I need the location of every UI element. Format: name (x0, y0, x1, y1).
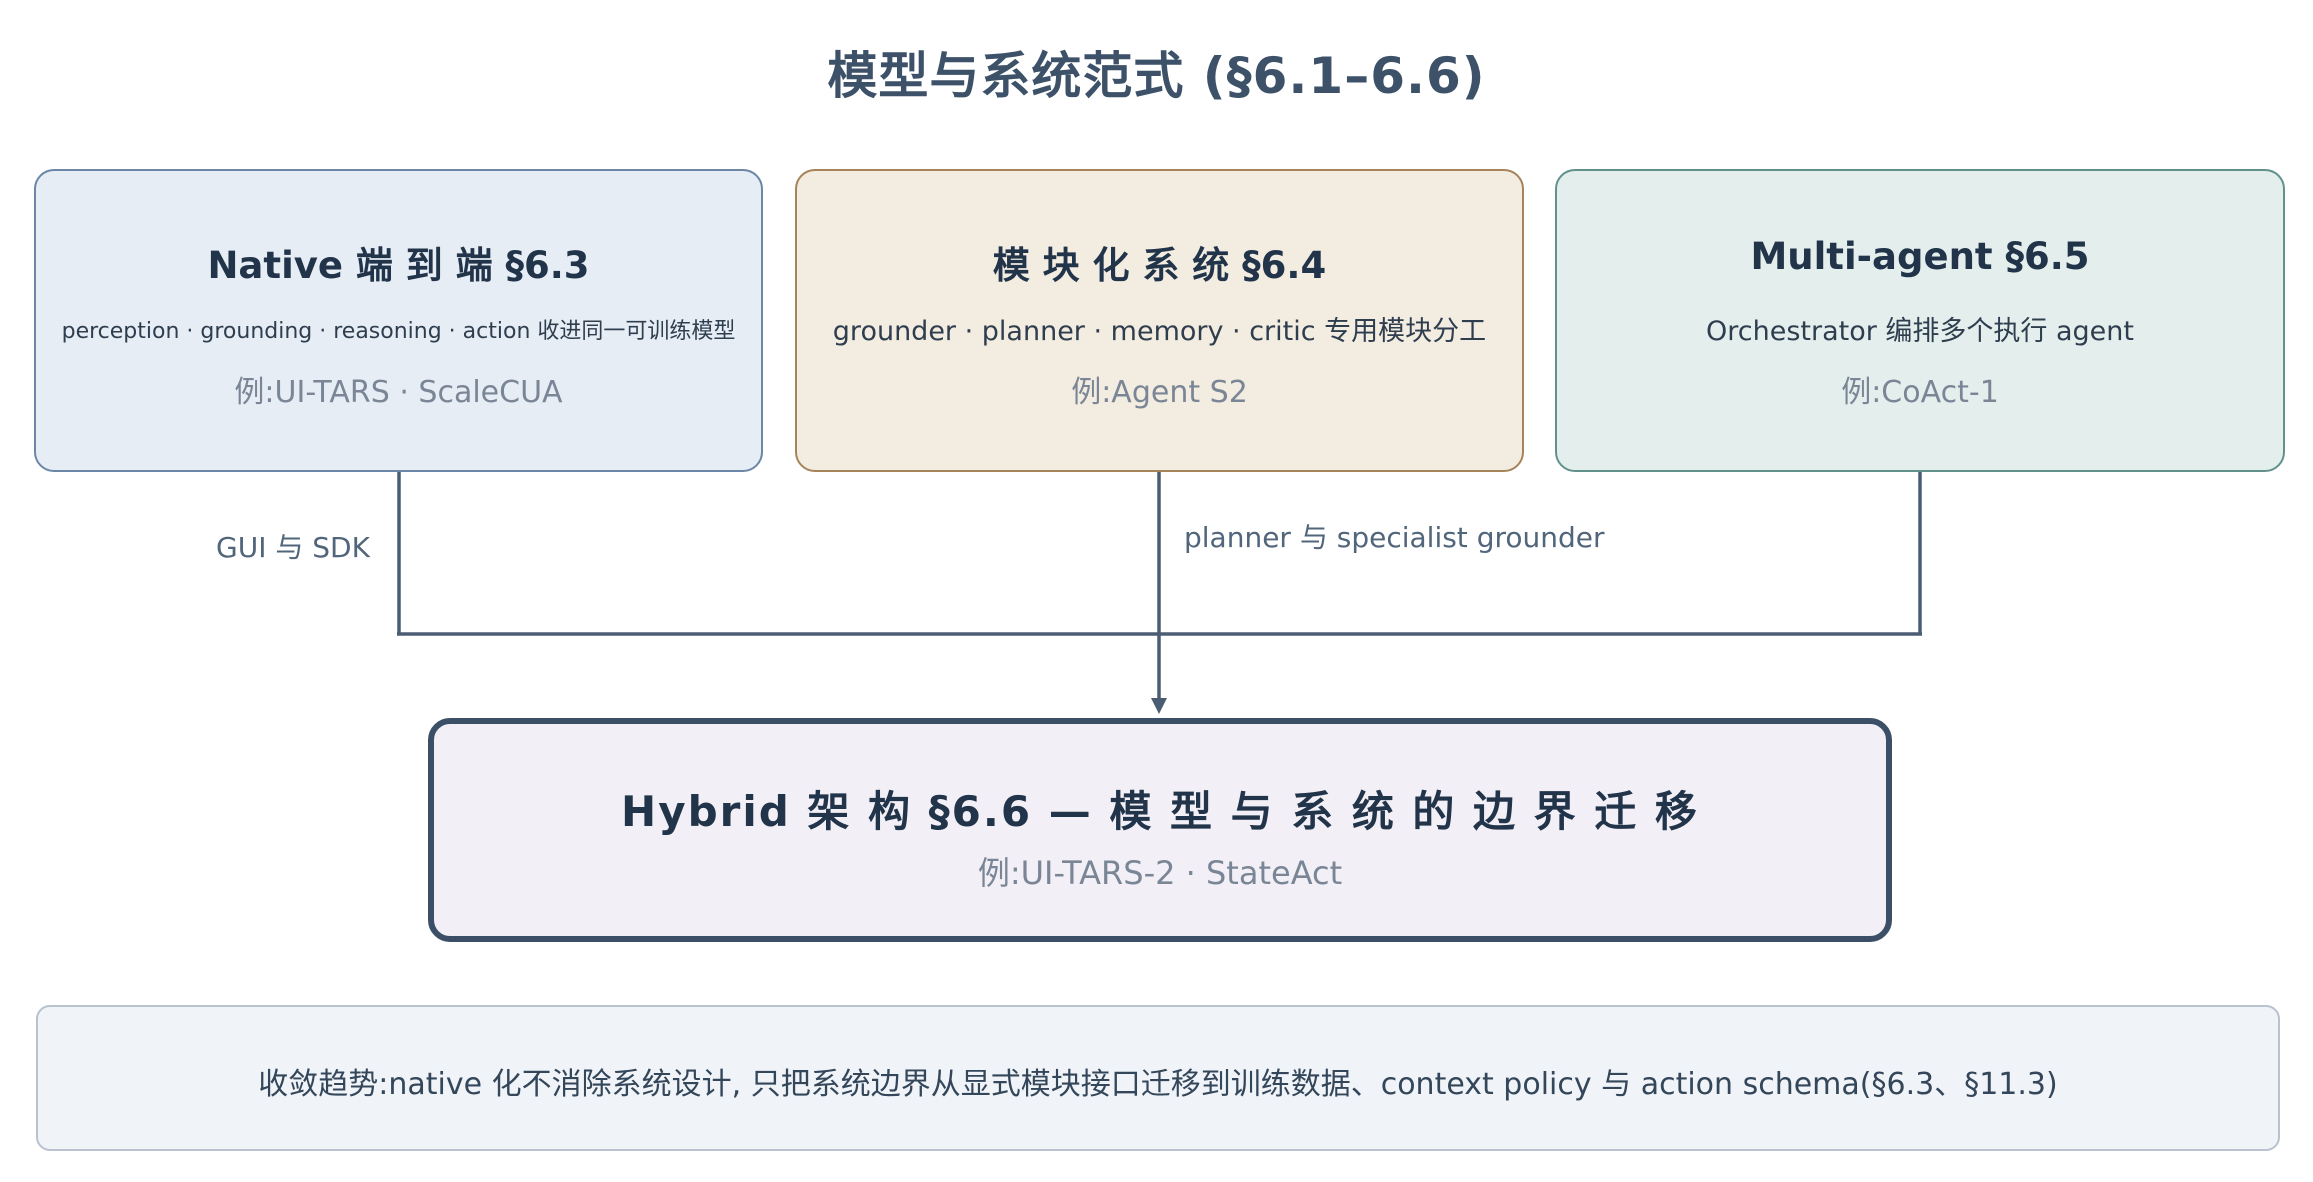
hybrid-heading: Hybrid 架 构 §6.6 — 模 型 与 系 统 的 边 界 迁 移 (621, 787, 1699, 836)
native-heading: Native 端 到 端 §6.3 (207, 244, 590, 287)
modular-heading: 模 块 化 系 统 §6.4 (992, 244, 1327, 287)
native-example: 例:UI-TARS · ScaleCUA (234, 375, 563, 410)
native-box: Native 端 到 端 §6.3 perception · grounding… (34, 169, 763, 472)
native-description: perception · grounding · reasoning · act… (61, 319, 736, 344)
hybrid-box: Hybrid 架 构 §6.6 — 模 型 与 系 统 的 边 界 迁 移 例:… (428, 718, 1892, 942)
hybrid-example: 例:UI-TARS-2 · StateAct (977, 854, 1343, 892)
edge-label-planner-grounder: planner 与 specialist grounder (1184, 521, 1605, 554)
modular-example: 例:Agent S2 (1071, 375, 1248, 410)
multi-agent-heading: Multi-agent §6.5 (1750, 235, 2090, 278)
footer-note-text: 收敛趋势:native 化不消除系统设计, 只把系统边界从显式模块接口迁移到训练… (258, 1067, 2058, 1102)
multi-agent-box: Multi-agent §6.5 Orchestrator 编排多个执行 age… (1555, 169, 2285, 472)
arrow-head-icon (1151, 698, 1167, 714)
modular-description: grounder · planner · memory · critic 专用模… (832, 316, 1487, 347)
footer-note-box: 收敛趋势:native 化不消除系统设计, 只把系统边界从显式模块接口迁移到训练… (36, 1005, 2280, 1151)
diagram-title: 模型与系统范式 (§6.1–6.6) (827, 47, 1486, 105)
edge-label-gui-sdk: GUI 与 SDK (216, 531, 370, 564)
multi-agent-example: 例:CoAct-1 (1841, 375, 1999, 410)
multi-agent-description: Orchestrator 编排多个执行 agent (1706, 316, 2134, 347)
modular-box: 模 块 化 系 统 §6.4 grounder · planner · memo… (795, 169, 1524, 472)
